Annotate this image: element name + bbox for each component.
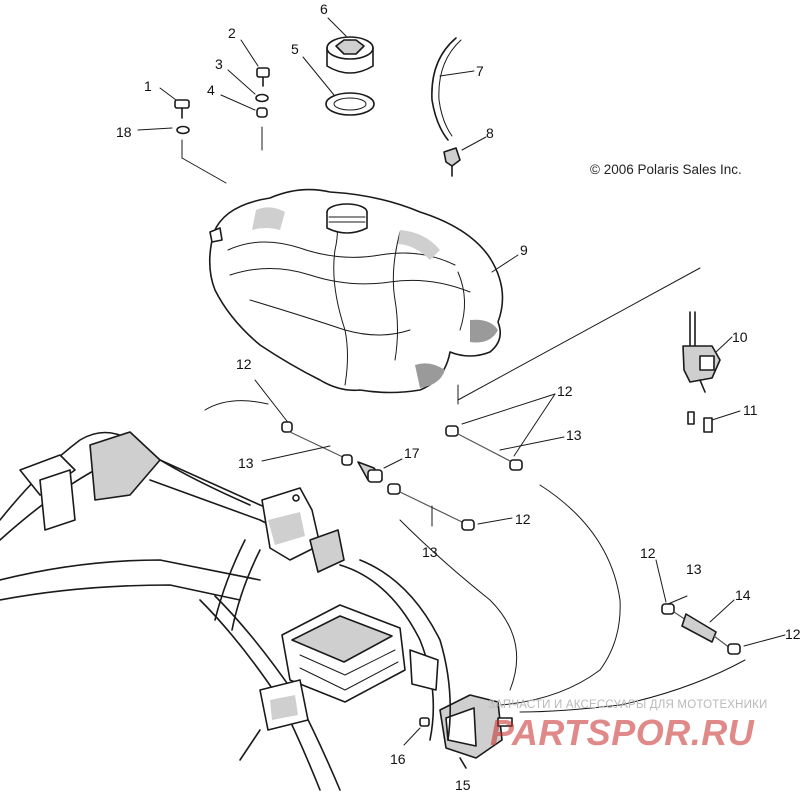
callout-9: 9 [520,242,528,258]
washer-3 [255,93,269,103]
callout-5: 5 [291,41,299,57]
fuel-pump-15 [439,694,513,769]
clamps-11 [687,411,713,433]
callout-13-c: 13 [422,544,438,560]
callout-13-a: 13 [238,455,254,471]
callout-12-a: 12 [236,356,252,372]
screw-2 [256,67,270,87]
callout-18: 18 [116,124,132,140]
callout-15: 15 [455,777,471,793]
callout-8: 8 [486,125,494,141]
callout-4: 4 [207,82,215,98]
callout-10: 10 [732,329,748,345]
callout-16: 16 [390,751,406,767]
watermark-tagline: ЗАПЧАСТИ И АКСЕССУАРЫ ДЛЯ МОТОТЕХНИКИ [488,699,768,711]
fuel-valve-10 [682,311,721,393]
copyright-notice: © 2006 Polaris Sales Inc. [590,162,742,177]
fitting-16 [419,717,430,727]
callout-17: 17 [404,445,420,461]
callout-11: 11 [743,402,758,418]
callout-13-d: 13 [686,561,702,577]
callout-12-e: 12 [785,626,800,642]
leader-lines [137,17,786,746]
washer-18 [176,125,227,184]
frame [0,431,451,791]
callout-3: 3 [215,56,223,72]
fuel-filter-17 [357,461,401,495]
gasket-5 [325,92,375,116]
fuel-cap-6 [326,36,374,74]
watermark-logo: PARTSPOR.RU [490,712,755,753]
callout-12-c: 12 [515,511,531,527]
callout-1: 1 [144,78,152,94]
fuel-line-right [445,425,621,671]
fuel-line-upper [204,379,353,466]
callout-13-b: 13 [566,427,582,443]
leader-tank-to-valve [457,267,701,401]
callout-14: 14 [735,587,751,603]
callout-12-d: 12 [640,545,656,561]
callout-12-b: 12 [557,383,573,399]
hose-to-pump [499,669,601,706]
fuel-line-lower [399,491,475,531]
hose-assembly-14 [661,595,741,655]
callout-7: 7 [476,63,484,79]
callout-6: 6 [320,1,328,17]
callout-2: 2 [228,25,236,41]
vent-hose-7 [431,37,462,141]
bushing-4 [256,107,268,151]
check-valve-8 [443,147,461,177]
fuel-tank-9 [208,188,504,394]
screw-1 [174,99,190,119]
